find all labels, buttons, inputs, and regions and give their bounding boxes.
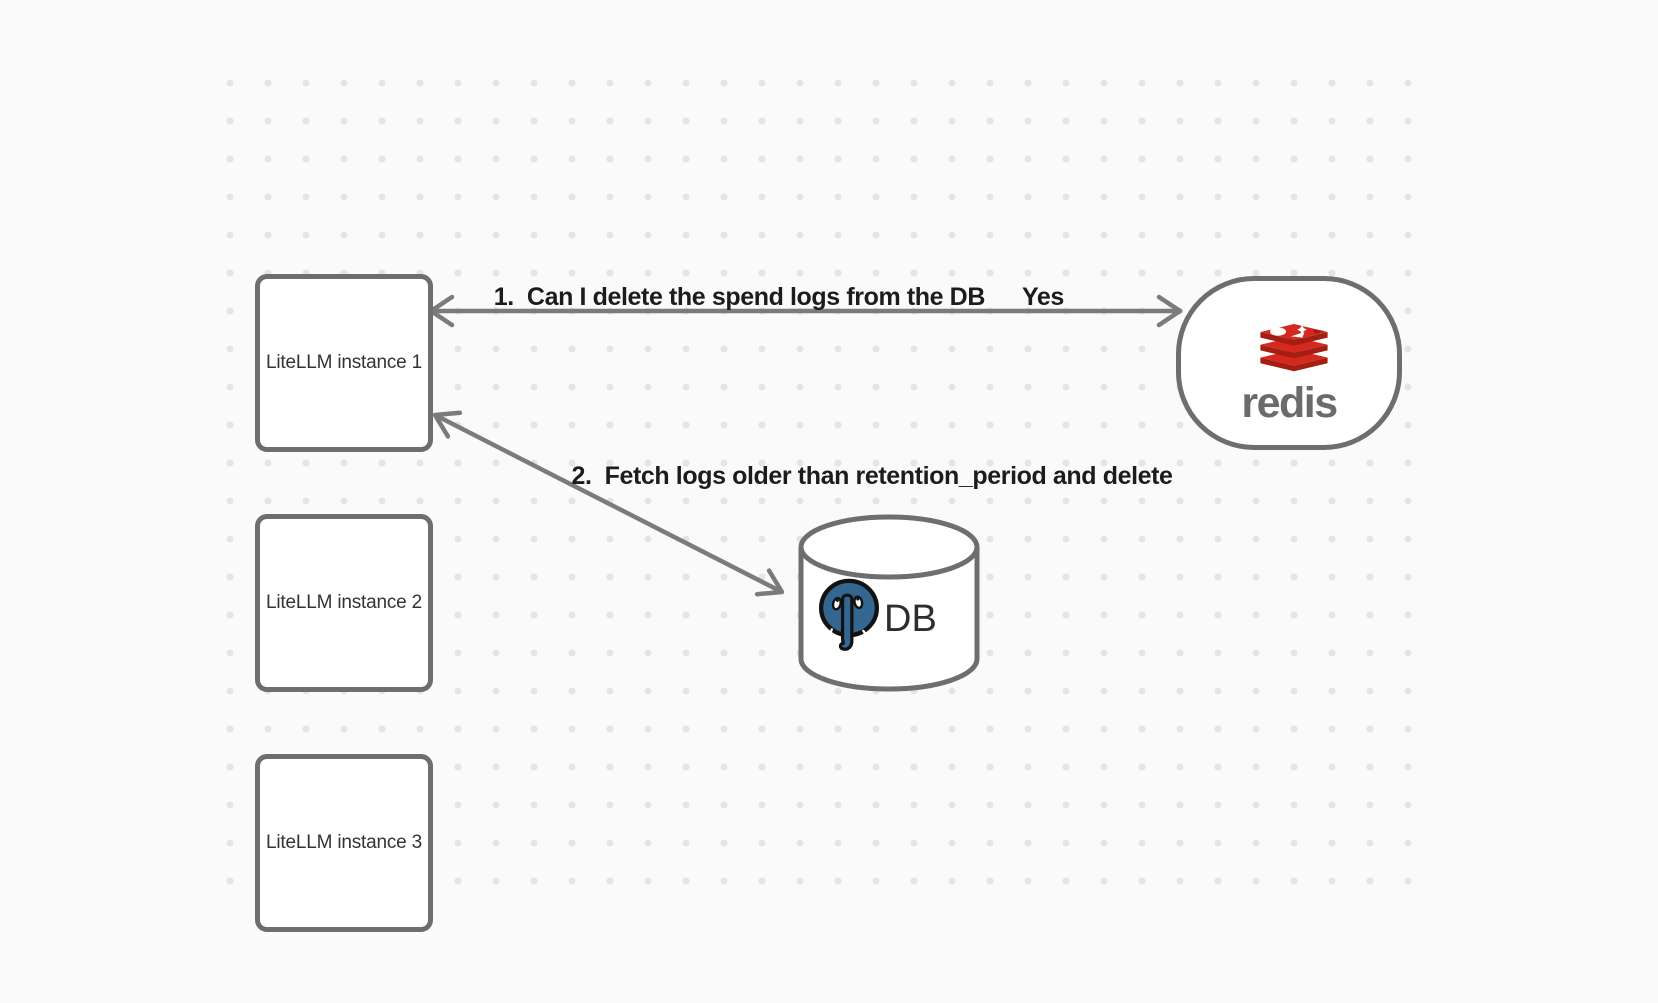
node-litellm-instance-3[interactable]: LiteLLM instance 3 bbox=[255, 754, 433, 932]
node-database[interactable]: DB bbox=[798, 514, 980, 694]
edge-label-2[interactable]: 2. Fetch logs older than retention_perio… bbox=[571, 462, 1173, 490]
node-litellm-instance-2[interactable]: LiteLLM instance 2 bbox=[255, 514, 433, 692]
edge-label-1-response[interactable]: Yes bbox=[1022, 283, 1064, 311]
postgresql-elephant-icon bbox=[819, 578, 879, 651]
db-label: DB bbox=[884, 598, 937, 640]
edge-label-1[interactable]: 1. Can I delete the spend logs from the … bbox=[493, 283, 986, 311]
redis-logo-text: redis bbox=[1241, 379, 1338, 427]
node-redis[interactable]: redis bbox=[1176, 276, 1402, 450]
node-label: LiteLLM instance 2 bbox=[266, 592, 422, 613]
node-label: LiteLLM instance 3 bbox=[266, 832, 422, 853]
arrow-fetch-logs-and-delete[interactable] bbox=[432, 410, 785, 597]
redis-stack-icon bbox=[1260, 324, 1328, 372]
node-label: LiteLLM instance 1 bbox=[266, 352, 422, 373]
node-litellm-instance-1[interactable]: LiteLLM instance 1 bbox=[255, 274, 433, 452]
